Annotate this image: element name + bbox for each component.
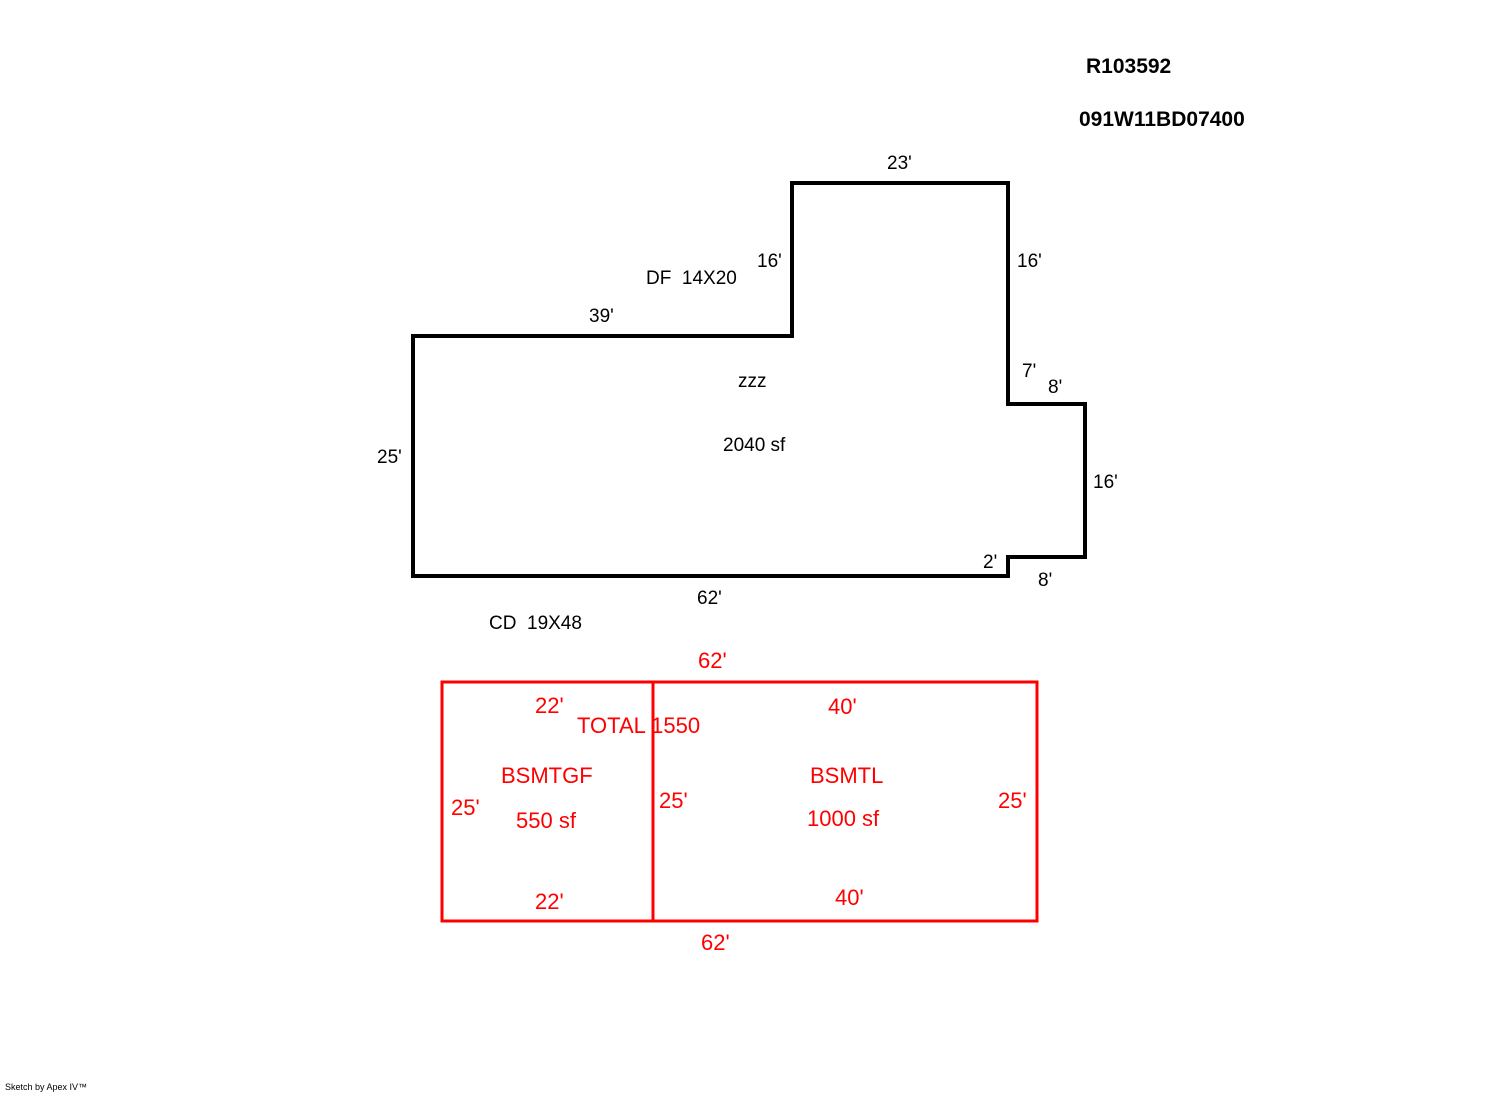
dim-right-lower: 16' (1093, 472, 1118, 493)
dim-top-left: 39' (589, 306, 614, 327)
garage-bottom-dim: 22' (535, 889, 564, 914)
garage-top-dim: 22' (535, 693, 564, 718)
basement-total: TOTAL 1550 (577, 713, 700, 738)
basement-outer-bottom: 62' (701, 930, 730, 955)
df-label: DF 14X20 (646, 268, 737, 289)
living-right-dim: 25' (998, 788, 1027, 813)
dim-right-upper: 16' (1017, 251, 1042, 272)
record-id: R103592 (1086, 55, 1171, 78)
living-left-dim: 25' (659, 788, 688, 813)
living-top-dim: 40' (828, 694, 857, 719)
area-name-label: zzz (738, 371, 767, 392)
basement-living-outline (651, 680, 1039, 923)
dim-bottom-step: 8' (1038, 570, 1052, 591)
cd-label: CD 19X48 (489, 613, 582, 634)
garage-name: BSMTGF (501, 763, 593, 788)
living-bottom-dim: 40' (835, 885, 864, 910)
garage-left-dim: 25' (451, 795, 480, 820)
main-floor-outline (411, 181, 1087, 578)
area-size-label: 2040 sf (723, 435, 786, 456)
parcel-id: 091W11BD07400 (1079, 108, 1245, 131)
dim-notch-step: 8' (1048, 377, 1062, 398)
living-area: 1000 sf (807, 806, 880, 831)
dim-notch-left: 16' (757, 251, 782, 272)
dim-notch-inner: 7' (1022, 361, 1036, 382)
dim-bottom-notch: 2' (983, 552, 997, 573)
basement-outer-top: 62' (698, 648, 727, 673)
dim-bottom: 62' (697, 588, 722, 609)
living-name: BSMTL (810, 763, 883, 788)
sketch-credit: Sketch by Apex IV™ (5, 1082, 87, 1092)
garage-area: 550 sf (516, 808, 577, 833)
dim-top-right: 23' (887, 153, 912, 174)
dim-left: 25' (377, 447, 402, 468)
